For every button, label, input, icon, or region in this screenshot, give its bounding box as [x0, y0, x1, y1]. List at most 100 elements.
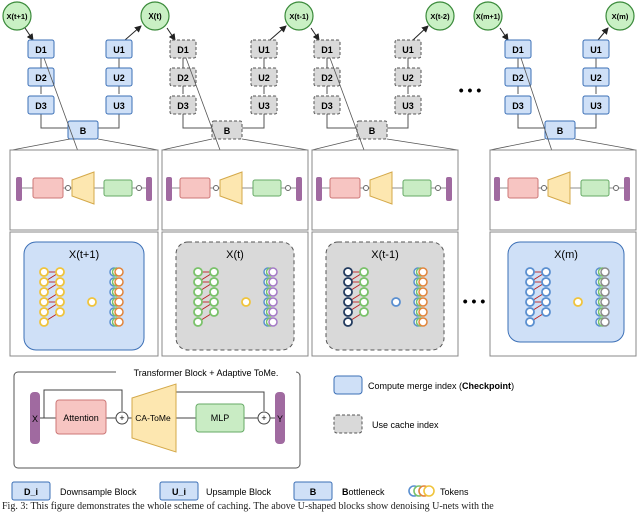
token	[359, 287, 369, 297]
token	[193, 297, 203, 307]
upsample-block-label: U1	[402, 45, 414, 55]
timestep-circle: X(t+1)	[2, 1, 32, 31]
token	[573, 297, 583, 307]
attention-label: Attention	[63, 413, 99, 423]
downsample-block-label: D1	[512, 45, 524, 55]
upsample-block-label: U1	[113, 45, 125, 55]
token	[39, 317, 49, 327]
token	[193, 307, 203, 317]
timestep-label: X(m)	[612, 12, 629, 21]
residual-add-icon: +	[119, 413, 124, 423]
token	[87, 297, 97, 307]
state-title: X(m)	[554, 249, 578, 261]
upsample-block-label: U3	[258, 101, 270, 111]
token	[39, 267, 49, 277]
token	[209, 277, 219, 287]
downsample-block-label: D1	[321, 45, 333, 55]
token	[55, 277, 65, 287]
downsample-block-label: D3	[35, 101, 47, 111]
timestep-circle: X(t-1)	[284, 1, 314, 31]
timestep-circle: X(t-2)	[425, 1, 455, 31]
ellipsis-middle: • • •	[463, 293, 486, 309]
timestep-row: X(t+1) X(t) X(t-1) X(t-2) X(m+1) X(m)	[2, 1, 635, 31]
token	[600, 317, 610, 327]
upsample-block-label: U2	[402, 73, 414, 83]
token	[525, 317, 535, 327]
token	[343, 317, 353, 327]
upsample-desc: Upsample Block	[206, 487, 272, 497]
token	[418, 297, 428, 307]
transformer-panel	[489, 149, 637, 231]
bottleneck-label: B	[557, 126, 564, 136]
token	[209, 267, 219, 277]
token	[391, 297, 401, 307]
residual-add-icon: +	[261, 413, 266, 423]
state-title: X(t-1)	[371, 249, 399, 261]
token	[343, 297, 353, 307]
timestep-circle: X(t)	[140, 1, 170, 31]
token	[268, 307, 278, 317]
token	[39, 307, 49, 317]
token	[268, 267, 278, 277]
token	[343, 307, 353, 317]
ellipsis-top: • • •	[459, 82, 482, 98]
token	[418, 287, 428, 297]
downsample-block-label: D2	[321, 73, 333, 83]
token	[525, 297, 535, 307]
token	[418, 307, 428, 317]
bottleneck-desc: Bottleneck	[342, 487, 385, 497]
token	[541, 267, 551, 277]
unet-checkpoint-4: D1 D2 D3 U1 U2 U3 B	[504, 39, 610, 140]
downsample-block-label: D3	[512, 101, 524, 111]
unet-cache-3: D1 D2 D3 U1 U2 U3 B	[313, 39, 422, 140]
state-title: X(t)	[226, 249, 244, 261]
token	[343, 287, 353, 297]
downsample-block-label: D2	[177, 73, 189, 83]
token	[114, 317, 124, 327]
token	[241, 297, 251, 307]
token	[193, 317, 203, 327]
token	[541, 277, 551, 287]
upsample-block-label: U3	[590, 101, 602, 111]
token	[525, 267, 535, 277]
timestep-label: X(m+1)	[476, 12, 501, 21]
token	[55, 267, 65, 277]
token	[39, 297, 49, 307]
upsample-block-label: U2	[258, 73, 270, 83]
token	[55, 307, 65, 317]
upsample-block-label: U1	[590, 45, 602, 55]
token	[600, 267, 610, 277]
token	[600, 307, 610, 317]
upsample-key: U_i	[172, 487, 186, 497]
token	[600, 297, 610, 307]
token	[418, 277, 428, 287]
upsample-block-label: U3	[402, 101, 414, 111]
token	[359, 307, 369, 317]
block-key-legend: D_i Downsample Block U_i Upsample Block …	[11, 481, 469, 501]
token	[39, 287, 49, 297]
token	[359, 267, 369, 277]
timestep-circle: X(m+1)	[473, 1, 503, 31]
mlp-label: MLP	[211, 413, 230, 423]
token	[114, 267, 124, 277]
downsample-desc: Downsample Block	[60, 487, 137, 497]
downsample-block-label: D1	[177, 45, 189, 55]
token	[114, 287, 124, 297]
unet-checkpoint-1: D1 D2 D3 U1 U2 U3 B	[27, 39, 133, 140]
token	[268, 277, 278, 287]
downsample-block-label: D3	[177, 101, 189, 111]
token	[39, 277, 49, 287]
token	[525, 307, 535, 317]
upsample-block-label: U2	[113, 73, 125, 83]
bottleneck-label: B	[369, 126, 376, 136]
transformer-title: Transformer Block + Adaptive ToMe.	[134, 368, 279, 378]
flow-arrows	[24, 25, 609, 41]
token	[418, 267, 428, 277]
token	[541, 287, 551, 297]
token	[209, 287, 219, 297]
state-title: X(t+1)	[69, 249, 99, 261]
timestep-label: X(t-2)	[430, 12, 450, 21]
token-graphs	[39, 267, 610, 327]
cache-legend-label: Use cache index	[372, 420, 439, 430]
